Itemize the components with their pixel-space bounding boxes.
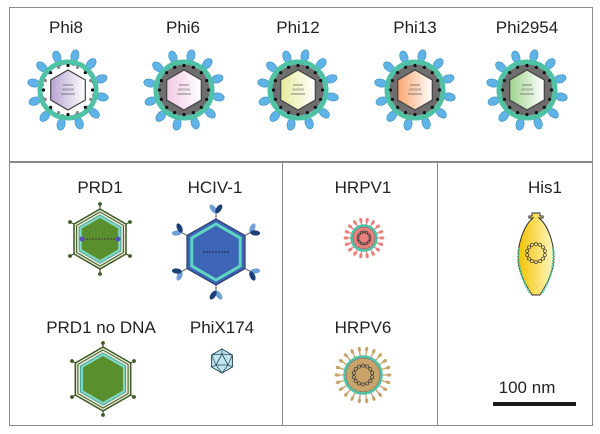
label-hciv1: HCIV-1 [187,178,243,197]
label-prd1-no-dna: PRD1 no DNA [46,318,156,337]
top-panel [9,7,593,163]
svg-text:xxxxx: xxxxx [522,82,532,87]
svg-text:xxxxx: xxxxx [293,82,303,87]
hciv1-virus-icon [171,204,261,300]
svg-text:xxxxxx: xxxxxx [521,87,533,92]
svg-text:xxxxxx: xxxxxx [62,87,74,92]
scale-bar [493,402,576,406]
divider-2 [437,161,438,426]
label-phix174: PhiX174 [189,318,255,337]
label-phi6: Phi6 [165,18,201,37]
svg-text:xxxxxx: xxxxxx [409,87,421,92]
phix174-virus-icon [211,348,233,374]
hrpv6-virus-icon [334,346,392,404]
svg-text:xxxxxxx: xxxxxxx [408,91,422,96]
label-hrpv1: HRPV1 [334,178,392,197]
label-phi8: Phi8 [48,18,84,37]
label-phi2954: Phi2954 [495,18,559,37]
svg-text:xxxxx: xxxxx [410,82,420,87]
svg-text:xxxxxxx: xxxxxxx [520,91,534,96]
svg-text:xxxxxxx: xxxxxxx [61,91,75,96]
prd1-no-dna-virus-icon [70,341,136,417]
label-prd1: PRD1 [77,178,123,197]
label-phi13: Phi13 [393,18,437,37]
svg-text:xxxxx: xxxxx [179,82,189,87]
prd1-virus-icon [68,202,132,276]
svg-text:xxxxxxx: xxxxxxx [291,91,305,96]
divider-1 [282,161,283,426]
his1-virus-icon [517,212,555,296]
label-phi12: Phi12 [276,18,320,37]
scale-bar-label: 100 nm [498,378,556,397]
bottom-panel [9,161,593,426]
label-hrpv6: HRPV6 [334,318,392,337]
label-his1: His1 [527,178,563,197]
svg-text:xxxxxx: xxxxxx [292,87,304,92]
svg-text:xxxxxx: xxxxxx [178,87,190,92]
hrpv1-virus-icon [343,217,385,259]
svg-text:xxxxx: xxxxx [63,82,73,87]
svg-text:xxxxxxx: xxxxxxx [177,91,191,96]
